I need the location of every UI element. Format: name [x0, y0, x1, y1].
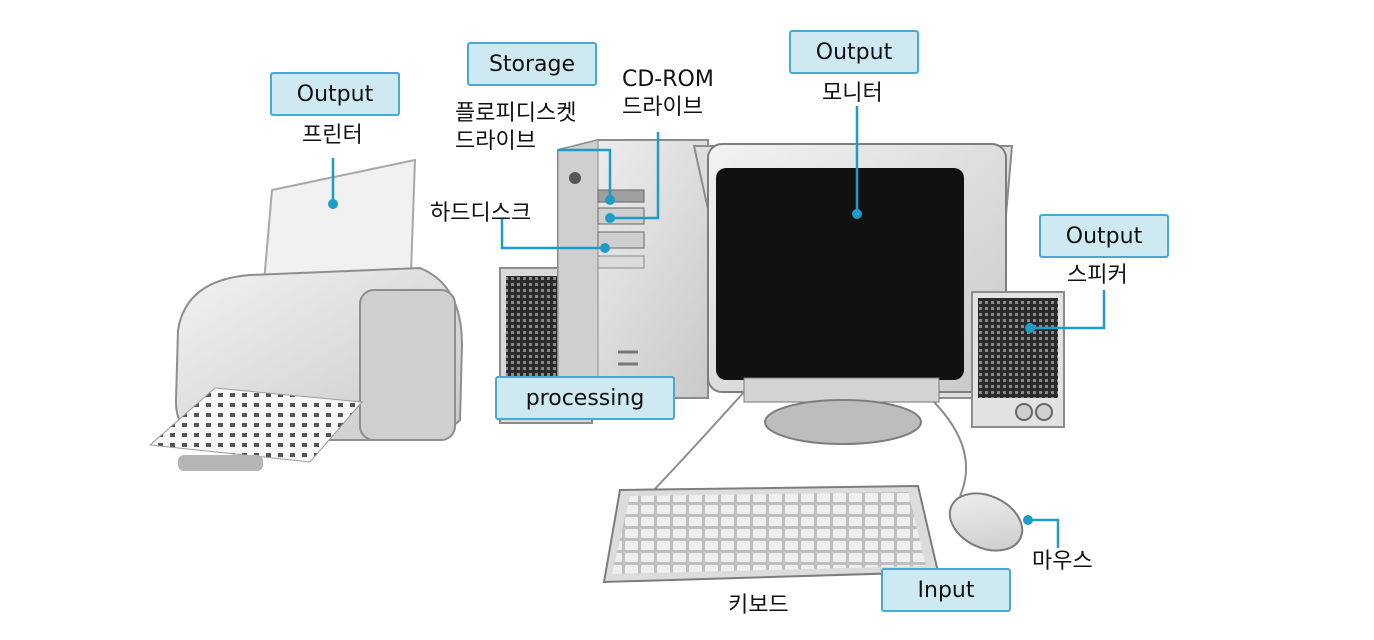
- leader-dots: [328, 195, 1035, 525]
- tag-input: Input: [881, 568, 1011, 612]
- tag-speaker-output: Output: [1039, 214, 1169, 258]
- label-monitor: 모니터: [822, 81, 883, 106]
- speaker-right-icon: [971, 291, 1065, 428]
- computer-tower-icon: [557, 139, 709, 399]
- label-speaker: 스피커: [1067, 263, 1128, 288]
- tag-monitor-output: Output: [789, 30, 919, 74]
- tag-processing: processing: [495, 376, 675, 420]
- keyboard-icon: [602, 484, 940, 584]
- monitor-icon: [692, 143, 1014, 445]
- printer-icon: [148, 158, 464, 471]
- label-printer: 프린터: [302, 123, 363, 148]
- tag-printer-output: Output: [270, 72, 400, 116]
- leader-lines: [331, 106, 1106, 548]
- label-keyboard: 키보드: [728, 593, 789, 618]
- label-hard-disk: 하드디스크: [430, 201, 532, 226]
- mouse-icon: [948, 492, 1024, 552]
- tag-storage: Storage: [467, 42, 597, 86]
- label-mouse: 마우스: [1032, 549, 1093, 574]
- label-cdrom-drive: CD-ROM 드라이브: [622, 67, 714, 120]
- label-floppy-drive: 플로피디스켓 드라이브: [455, 101, 577, 154]
